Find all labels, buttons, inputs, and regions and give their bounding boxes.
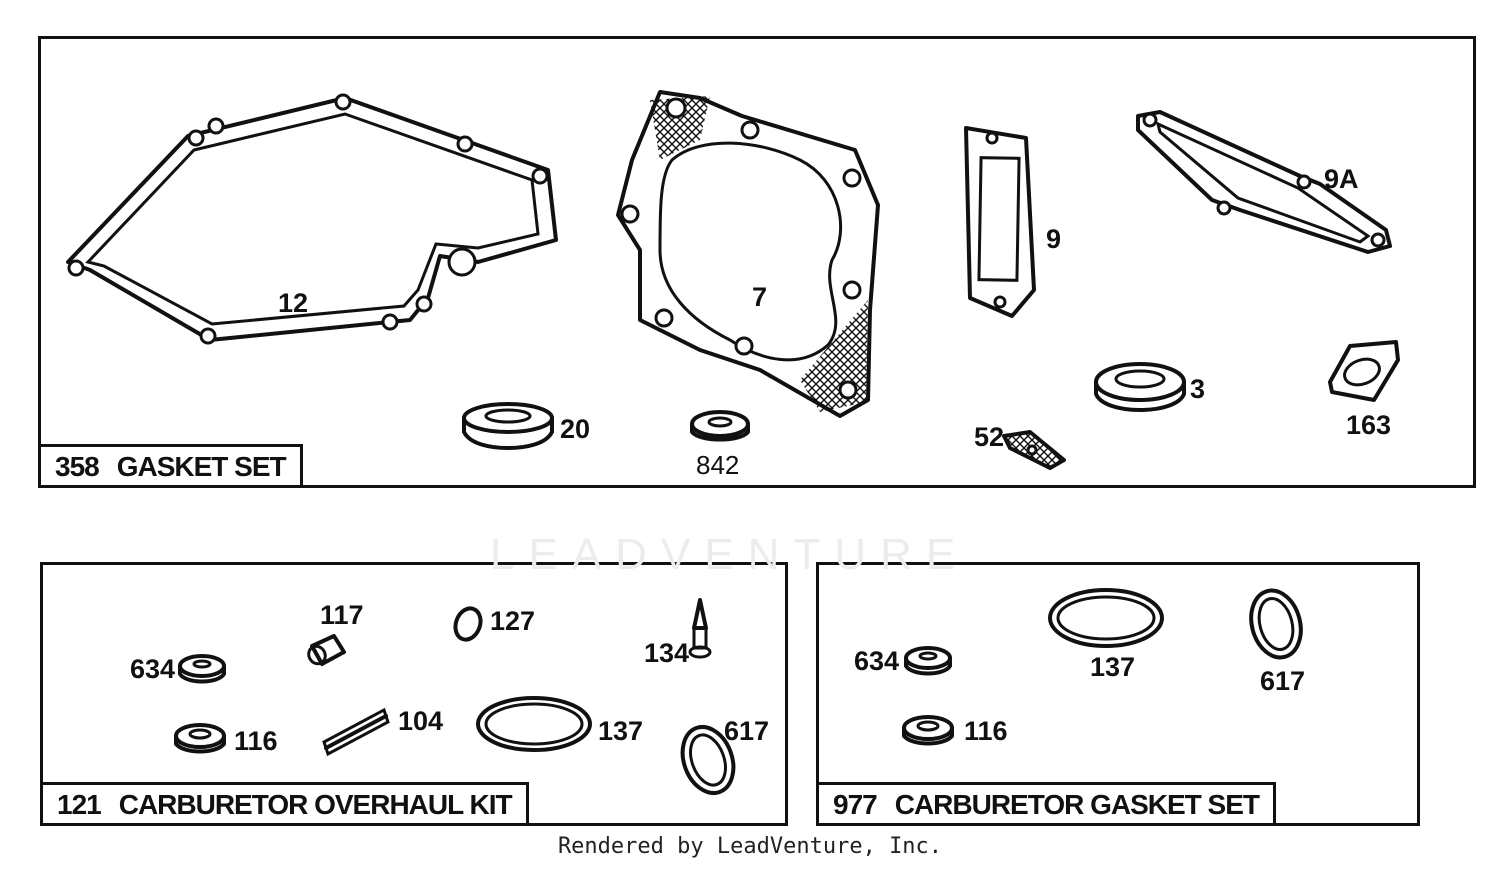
caption-title: CARBURETOR GASKET SET (894, 789, 1260, 820)
carburetor-gasket-set-panel: 977 CARBURETOR GASKET SET (816, 562, 1420, 826)
caption-number: 977 (833, 789, 878, 820)
part-label-20: 20 (560, 414, 590, 444)
washer-part-116[interactable] (174, 723, 226, 754)
o-ring-part-127[interactable] (451, 605, 484, 643)
part-label-137-set: 137 (1090, 652, 1135, 682)
part-label-52: 52 (974, 422, 1004, 452)
gasket-part-163[interactable] (1328, 340, 1400, 402)
washer-part-116-set[interactable] (902, 715, 954, 746)
washer-part-842[interactable] (690, 410, 750, 442)
caption-title: GASKET SET (116, 451, 287, 482)
caption-number: 121 (57, 789, 102, 820)
plug-part-117[interactable] (306, 634, 346, 667)
washer-part-634-set[interactable] (904, 646, 952, 676)
pin-part-104[interactable] (322, 707, 390, 757)
cylinder-head-gasket-part-7[interactable] (616, 90, 880, 418)
carburetor-overhaul-kit-panel: 121 CARBURETOR OVERHAUL KIT (40, 562, 788, 826)
washer-part-634[interactable] (178, 654, 226, 684)
gasket-set-panel: 358 GASKET SET (38, 36, 1476, 488)
carb-gasket-caption: 977 CARBURETOR GASKET SET (816, 782, 1277, 826)
footer-credit: Rendered by LeadVenture, Inc. (557, 834, 943, 859)
part-label-617: 617 (724, 716, 769, 746)
intake-gasket-part-9[interactable] (964, 126, 1036, 318)
part-label-617-set: 617 (1260, 666, 1305, 696)
watermark: LEADVENTURE (490, 530, 970, 579)
part-label-127: 127 (490, 606, 535, 636)
gasket-part-9a[interactable] (1136, 110, 1392, 254)
part-label-116: 116 (234, 726, 278, 756)
part-label-634: 634 (130, 654, 175, 684)
caption-number: 358 (55, 451, 100, 482)
part-label-104: 104 (398, 706, 443, 736)
part-label-3: 3 (1190, 374, 1205, 404)
part-label-163: 163 (1346, 410, 1391, 440)
oil-seal-part-3[interactable] (1094, 362, 1186, 412)
part-label-137: 137 (598, 716, 643, 746)
o-ring-part-137[interactable] (476, 696, 592, 752)
part-label-9: 9 (1046, 224, 1061, 254)
caption-title: CARBURETOR OVERHAUL KIT (118, 789, 513, 820)
gasket-set-caption: 358 GASKET SET (38, 444, 303, 488)
part-label-7: 7 (752, 282, 767, 312)
part-label-116-set: 116 (964, 716, 1008, 746)
oil-seal-part-20[interactable] (462, 402, 554, 450)
o-ring-part-617[interactable] (674, 720, 742, 800)
part-label-134: 134 (644, 638, 689, 668)
part-label-842: 842 (696, 450, 739, 480)
part-label-117: 117 (320, 600, 364, 630)
crankcase-gasket-part-12[interactable] (66, 93, 558, 345)
part-label-12: 12 (278, 288, 308, 318)
needle-valve-part-134[interactable] (688, 598, 712, 659)
o-ring-part-137-set[interactable] (1048, 588, 1164, 648)
gasket-part-52[interactable] (1002, 430, 1066, 470)
part-label-9a: 9A (1324, 164, 1359, 194)
part-label-634-set: 634 (854, 646, 899, 676)
o-ring-part-617-set[interactable] (1244, 585, 1308, 663)
overhaul-kit-caption: 121 CARBURETOR OVERHAUL KIT (40, 782, 529, 826)
